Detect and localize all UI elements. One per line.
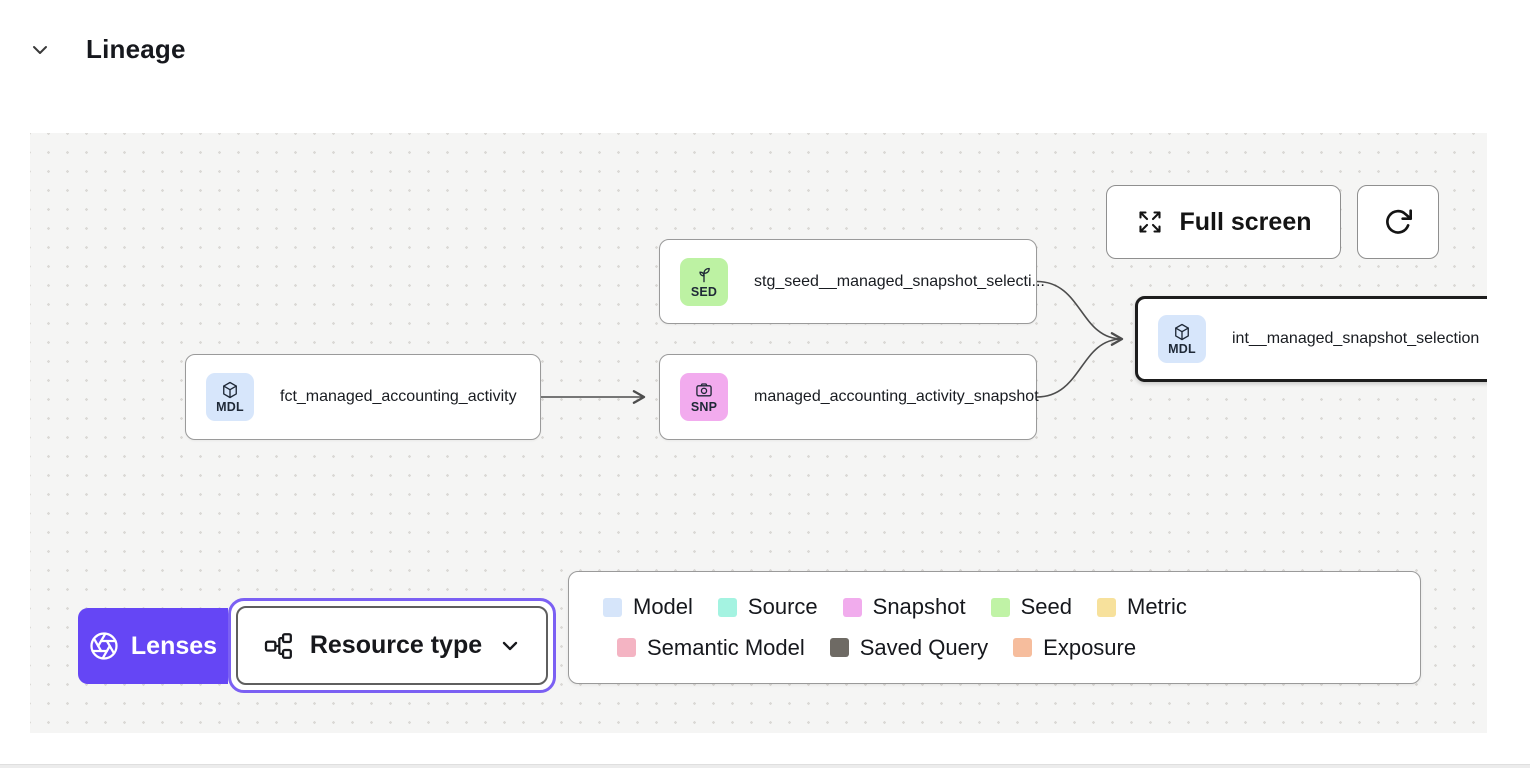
sprout-icon [699, 267, 710, 283]
legend-swatch [617, 638, 636, 658]
lineage-node-fct-managed-accounting-activity[interactable]: MDL fct_managed_accounting_activity [185, 354, 541, 440]
legend-swatch [1097, 597, 1116, 617]
refresh-button[interactable] [1357, 185, 1439, 259]
node-label: stg_seed__managed_snapshot_selecti... [754, 272, 1045, 290]
full-screen-button[interactable]: Full screen [1106, 185, 1341, 259]
legend-label: Metric [1127, 594, 1187, 620]
expand-icon [1138, 211, 1161, 233]
legend-label: Source [747, 594, 818, 620]
snapshot-type-badge: SNP [680, 373, 728, 421]
refresh-icon [1386, 209, 1412, 234]
edge-seed-to-int [1036, 280, 1124, 346]
lenses-label: Lenses [130, 631, 218, 660]
resource-type-dropdown[interactable]: Resource type [236, 606, 548, 685]
badge-label: MDL [216, 400, 244, 415]
section-header: Lineage [28, 34, 186, 65]
legend-item: Source [717, 594, 818, 620]
node-label: managed_accounting_activity_snapshot [754, 388, 1039, 405]
legend-label: Seed [1020, 594, 1072, 620]
legend-label: Model [633, 594, 693, 620]
legend-label: Exposure [1043, 634, 1137, 660]
resource-type-label: Resource type [309, 631, 483, 659]
legend-item: Saved Query [829, 634, 989, 661]
node-label: fct_managed_accounting_activity [280, 388, 517, 405]
legend-item: Snapshot [842, 594, 966, 620]
legend-row: Semantic Model Saved Query Exposure [617, 635, 1410, 661]
legend-row: Model Source Snapshot Seed Metric [603, 594, 1410, 620]
badge-label: SNP [690, 400, 718, 415]
aperture-icon [90, 632, 118, 660]
node-label: int__managed_snapshot_selection [1232, 330, 1480, 347]
legend-label: Saved Query [859, 634, 989, 660]
page-title: Lineage [86, 34, 186, 64]
section-divider [0, 764, 1530, 768]
resource-type-focus-ring: Resource type [228, 598, 556, 693]
lineage-canvas[interactable]: Full screen SED stg_seed__managed_snapsh… [30, 133, 1487, 733]
camera-icon [696, 383, 712, 397]
seed-type-badge: SED [680, 257, 728, 306]
legend-swatch [717, 597, 737, 617]
lineage-node-snapshot[interactable]: SNP managed_accounting_activity_snapshot [659, 354, 1039, 440]
legend-item: Metric [1097, 594, 1187, 620]
legend-swatch [603, 597, 622, 617]
cube-icon [1175, 324, 1189, 341]
badge-label: MDL [1168, 342, 1196, 357]
badge-label: SED [690, 284, 718, 299]
lineage-node-seed[interactable]: SED stg_seed__managed_snapshot_selecti..… [659, 239, 1045, 324]
full-screen-label: Full screen [1179, 207, 1312, 236]
legend-swatch [842, 597, 862, 617]
edge-snapshot-to-int [1036, 338, 1123, 398]
lineage-node-int-selected[interactable]: MDL int__managed_snapshot_selection [1135, 296, 1487, 382]
model-type-badge: MDL [1158, 315, 1206, 363]
model-type-badge: MDL [206, 373, 254, 421]
legend-item: Seed [990, 594, 1072, 620]
resource-type-legend: Model Source Snapshot Seed Metric Semantic M… [568, 571, 1421, 684]
lenses-button[interactable]: Lenses [78, 608, 228, 684]
legend-item: Semantic Model [617, 635, 805, 661]
legend-label: Snapshot [872, 594, 966, 620]
legend-item: Exposure [1013, 635, 1136, 661]
legend-swatch [1013, 638, 1033, 658]
legend-label: Semantic Model [647, 634, 805, 660]
lineage-edges [541, 280, 1124, 404]
cube-icon [223, 382, 237, 399]
legend-swatch [829, 638, 849, 658]
collapse-chevron-icon[interactable] [28, 38, 52, 62]
legend-item: Model [603, 594, 693, 620]
hierarchy-icon [264, 632, 292, 659]
legend-swatch [990, 597, 1010, 617]
chevron-down-icon [502, 641, 518, 650]
